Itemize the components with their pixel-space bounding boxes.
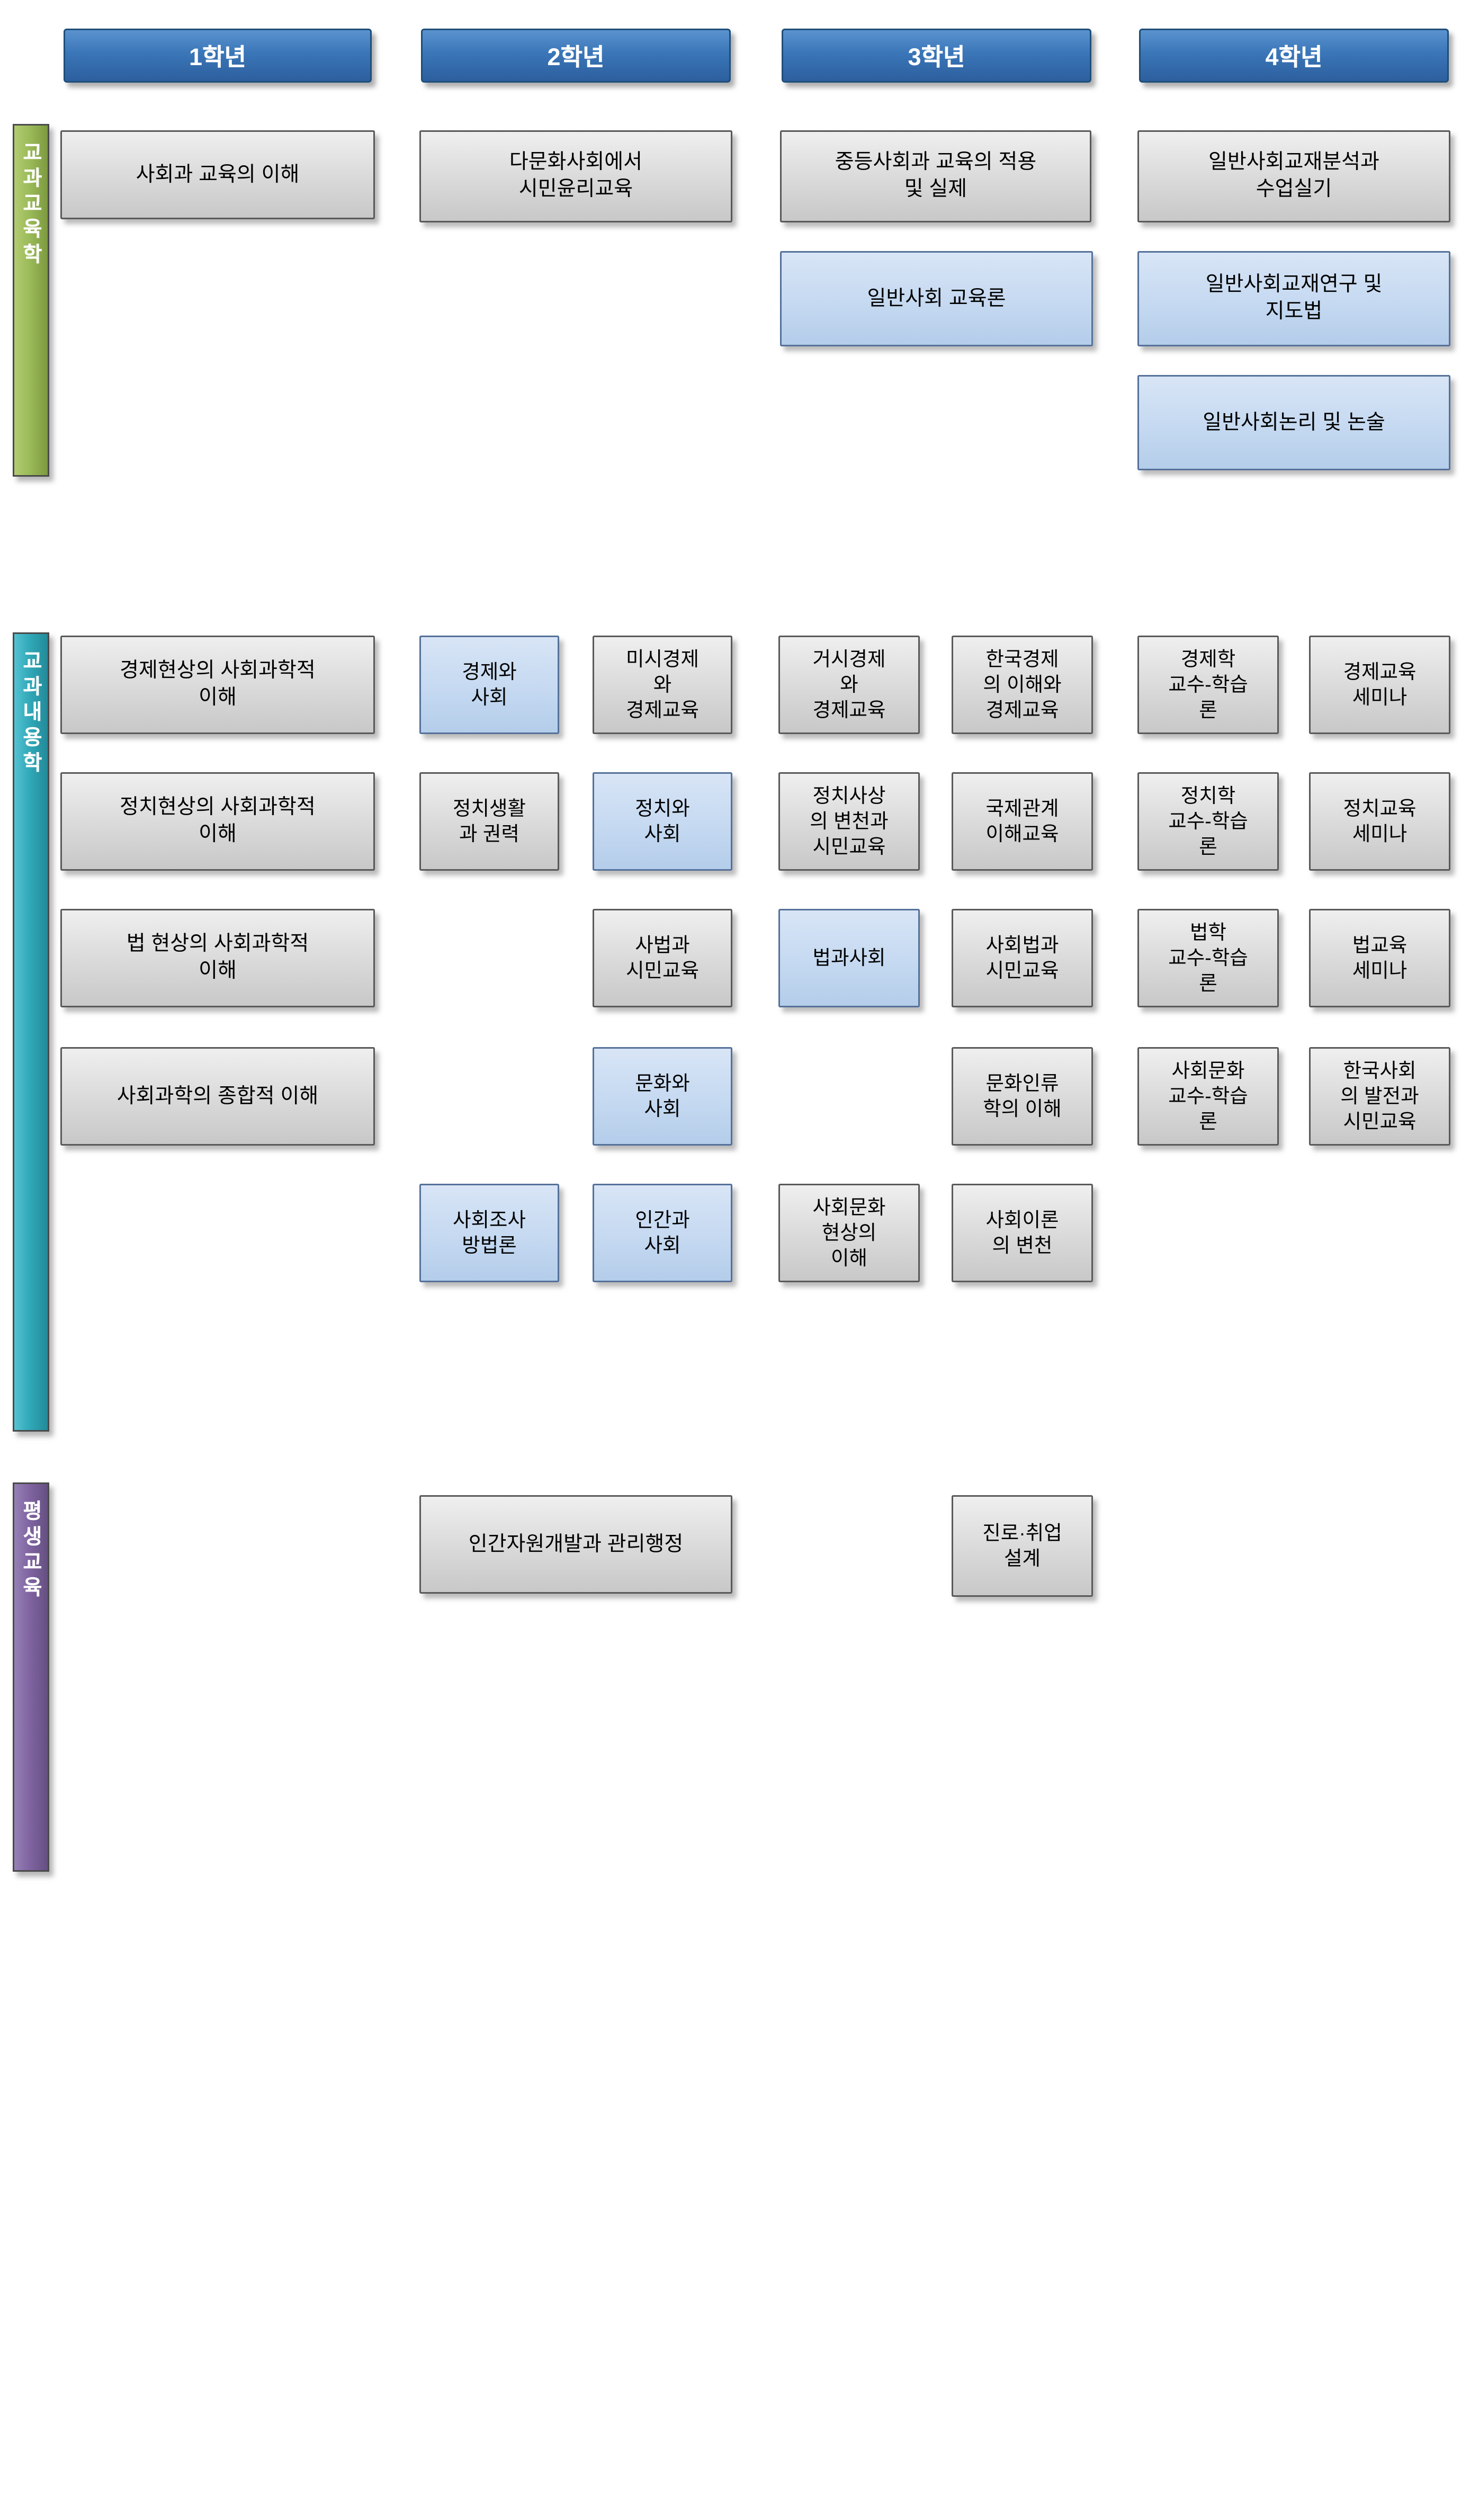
section-label-lifelong: 평생교육 <box>19 1500 43 1602</box>
course-box-socioculture-teaching-learning: 사회문화 교수-학습 론 <box>1137 1047 1279 1146</box>
section-bar-content: 교과내용학 <box>13 632 49 1432</box>
course-box-econ-teaching-learning: 경제학 교수-학습 론 <box>1137 636 1279 734</box>
course-box-sociocultural-phenomena: 사회문화 현상의 이해 <box>778 1184 920 1282</box>
course-box-law-phenomena: 법 현상의 사회과학적 이해 <box>60 909 375 1007</box>
course-box-political-life-power: 정치생활 과 권력 <box>419 772 559 871</box>
course-box-secondary-application: 중등사회과 교육의 적용 및 실제 <box>780 130 1091 222</box>
course-box-multicultural-civic-ethics: 다문화사회에서 시민윤리교육 <box>419 130 732 222</box>
section-label-content: 교과내용학 <box>19 650 43 777</box>
course-box-macroeconomics: 거시경제 와 경제교육 <box>778 636 920 734</box>
course-box-political-thought: 정치사상 의 변천과 시민교육 <box>778 772 920 871</box>
course-box-international-relations: 국제관계 이해교육 <box>952 772 1093 871</box>
course-box-social-theory: 사회이론 의 변천 <box>952 1184 1093 1282</box>
course-box-law-society: 법과사회 <box>778 909 920 1007</box>
course-box-intro-social-studies: 사회과 교육의 이해 <box>60 130 375 219</box>
course-box-korean-economy: 한국경제 의 이해와 경제교육 <box>952 636 1093 734</box>
course-box-politics-society: 정치와 사회 <box>593 772 732 871</box>
course-box-microeconomics: 미시경제 와 경제교육 <box>593 636 732 734</box>
course-box-material-analysis-practice: 일반사회교재분석과 수업실기 <box>1137 130 1450 222</box>
course-box-general-social-education: 일반사회 교육론 <box>780 251 1093 346</box>
course-box-law-teaching-learning: 법학 교수-학습 론 <box>1137 909 1279 1007</box>
course-box-politics-phenomena: 정치현상의 사회과학적 이해 <box>60 772 375 871</box>
section-bar-lifelong: 평생교육 <box>13 1482 49 1872</box>
course-box-material-research-teaching: 일반사회교재연구 및 지도법 <box>1137 251 1450 346</box>
course-box-cultural-anthropology: 문화인류 학의 이해 <box>952 1047 1093 1146</box>
course-box-politics-education-seminar: 정치교육 세미나 <box>1309 772 1450 871</box>
course-box-career-design: 진로·취업 설계 <box>952 1495 1093 1597</box>
course-box-politics-teaching-learning: 정치학 교수-학습 론 <box>1137 772 1279 871</box>
grade-header-year3: 3학년 <box>782 29 1091 83</box>
course-box-economy-society: 경제와 사회 <box>419 636 559 734</box>
course-box-social-survey-methods: 사회조사 방법론 <box>419 1184 559 1282</box>
course-box-logic-and-essay: 일반사회논리 및 논술 <box>1137 375 1450 470</box>
course-box-law-education-seminar: 법교육 세미나 <box>1309 909 1450 1007</box>
section-bar-pedagogy: 교과교육학 <box>13 124 49 477</box>
course-box-social-law: 사회법과 시민교육 <box>952 909 1093 1007</box>
section-label-pedagogy: 교과교육학 <box>19 141 43 269</box>
course-box-korean-society-development: 한국사회 의 발전과 시민교육 <box>1309 1047 1450 1146</box>
course-box-social-science-overview: 사회과학의 종합적 이해 <box>60 1047 375 1146</box>
course-box-econ-education-seminar: 경제교육 세미나 <box>1309 636 1450 734</box>
course-box-econ-phenomena: 경제현상의 사회과학적 이해 <box>60 636 375 734</box>
grade-header-year4: 4학년 <box>1139 29 1449 83</box>
grade-header-year2: 2학년 <box>421 29 731 83</box>
course-box-judiciary-civic-education: 사법과 시민교육 <box>593 909 732 1007</box>
course-box-hrd-admin: 인간자원개발과 관리행정 <box>419 1495 732 1594</box>
grade-header-year1: 1학년 <box>64 29 372 83</box>
course-box-human-society: 인간과 사회 <box>593 1184 732 1282</box>
course-box-culture-society: 문화와 사회 <box>593 1047 732 1146</box>
